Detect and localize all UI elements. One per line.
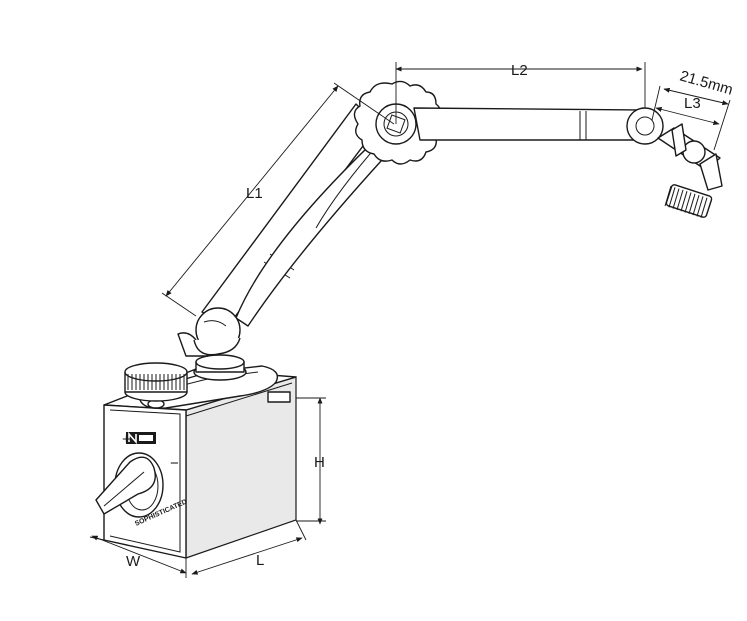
base-foot [267,391,291,403]
on-off-switch [95,452,164,518]
lower-ball-cup [193,337,241,356]
clamp-ball [682,140,706,164]
base-edge-line [185,382,293,417]
center-knob-hex-socket [386,114,406,134]
fine-adjust-knob[interactable] [664,184,713,218]
center-lock-knob[interactable] [353,80,442,165]
head-ball-inner [635,116,655,136]
knurl-line [692,194,700,216]
size-dim-line [663,87,729,106]
knurl-line [672,188,680,209]
clamp-jaw [671,123,687,157]
l1-ext-top [333,82,395,125]
lower-ball-joint [193,307,241,356]
l1-ext-bottom [161,292,197,317]
dimension-l1: L1 [161,82,395,317]
knurl-line [684,192,692,213]
w-ext-left [89,536,105,541]
l3-ext-right [713,99,731,151]
l1-label: L1 [246,185,263,202]
base-knob [124,362,188,402]
knurl-line [696,196,704,217]
knurl-line [700,197,708,218]
lower-arm-body [201,103,379,327]
w-dim-line [91,535,187,574]
h-label: H [314,454,325,471]
brand-logo [126,431,156,445]
l-ext-right [295,519,307,541]
fine-knob-knurl [664,185,708,218]
knurl-line [688,193,696,214]
dimension-w: W [89,535,187,578]
knurl-line [676,189,684,211]
l-dim-line [191,537,303,575]
dimension-l2: L2 [395,62,646,124]
logo-text-block [139,435,153,441]
l3-label: L3 [684,95,701,112]
knurl-line [680,191,688,212]
knurl-line [664,185,672,207]
l2-label: L2 [511,62,528,79]
l-label: L [256,552,264,569]
dimension-l: L [191,519,307,575]
upper-arm [413,107,641,141]
w-label: W [126,553,141,570]
dimension-h: H [296,397,326,525]
l3-ext-left [651,85,661,121]
lower-ball-highlight [203,320,227,327]
base-knob-knurl [127,374,185,390]
minus-mark: − [170,455,179,472]
l3-dim-line [655,106,720,126]
fine-adjust-head [626,107,723,218]
plus-mark: + [122,431,131,448]
clamp-dovetail [699,153,723,191]
upper-arm-body [413,107,641,141]
logo-letter [128,431,137,445]
head-ball [626,107,664,145]
l1-dim-line [165,85,339,297]
knurl-line [668,187,676,208]
switch-lever-ridge [103,471,145,507]
hex-nut-top [195,354,245,370]
magnetic-base: + − SOPHISTICATED [95,368,297,559]
